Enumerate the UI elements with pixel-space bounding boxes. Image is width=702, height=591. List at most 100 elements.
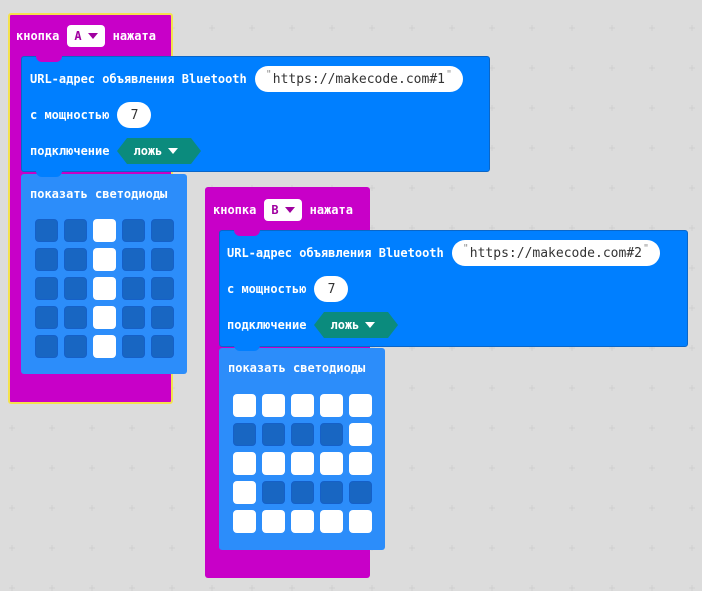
b-led-3-1[interactable] [262,481,285,504]
b-led-2-0[interactable] [233,452,256,475]
a-led-0-0[interactable] [35,219,58,242]
power-input[interactable]: 7 [314,276,349,302]
event-label-suffix: нажата [309,203,353,217]
b-led-4-4[interactable] [349,510,372,533]
b-led-4-2[interactable] [291,510,314,533]
a-led-1-3[interactable] [122,248,145,271]
button-b-dropdown[interactable]: B [264,199,302,221]
block-notch [234,230,260,236]
event-label-suffix: нажата [112,29,156,43]
show-leds-label: показать светодиоды [30,187,168,201]
connect-label: подключение [30,144,110,158]
a-led-0-1[interactable] [64,219,87,242]
url-line-a: URL-адрес объявления Bluetooth " https:/… [30,65,463,93]
event-label-prefix: кнопка [213,203,257,217]
chevron-down-icon [365,322,376,328]
a-led-3-0[interactable] [35,306,58,329]
url-input[interactable]: " https://makecode.com#1 " [254,66,463,92]
url-label: URL-адрес объявления Bluetooth [30,72,247,86]
b-led-3-4[interactable] [349,481,372,504]
chevron-down-icon [87,33,98,39]
led-grid-a [35,219,174,358]
power-line-a: с мощностью 7 [30,101,152,129]
chevron-down-icon [168,148,179,154]
a-led-1-1[interactable] [64,248,87,271]
a-led-3-2[interactable] [93,306,116,329]
b-led-1-1[interactable] [262,423,285,446]
b-led-0-0[interactable] [233,394,256,417]
a-led-3-3[interactable] [122,306,145,329]
b-led-4-0[interactable] [233,510,256,533]
led-grid-b [233,394,372,533]
connect-line-b: подключение ложь [227,311,399,339]
b-led-0-3[interactable] [320,394,343,417]
a-led-2-4[interactable] [151,277,174,300]
b-led-1-4[interactable] [349,423,372,446]
url-line-b: URL-адрес объявления Bluetooth " https:/… [227,239,660,267]
block-notch [36,171,62,177]
connectable-value-wrap: ложь [314,312,391,338]
b-led-3-0[interactable] [233,481,256,504]
b-led-1-0[interactable] [233,423,256,446]
connectable-dropdown[interactable]: ложь [314,312,399,338]
connect-line-a: подключение ложь [30,137,202,165]
connectable-value-wrap: ложь [117,138,194,164]
connectable-dropdown[interactable]: ложь [117,138,202,164]
power-line-b: с мощностью 7 [227,275,349,303]
b-led-0-4[interactable] [349,394,372,417]
b-led-4-1[interactable] [262,510,285,533]
a-led-1-4[interactable] [151,248,174,271]
block-notch [234,345,260,351]
url-value: https://makecode.com#2 [469,245,642,261]
quote-open-icon: " [462,242,469,254]
a-led-0-3[interactable] [122,219,145,242]
a-led-4-2[interactable] [93,335,116,358]
show-leds-label: показать светодиоды [228,361,366,375]
boolean-shape [117,138,202,164]
a-led-2-0[interactable] [35,277,58,300]
a-led-0-4[interactable] [151,219,174,242]
url-input[interactable]: " https://makecode.com#2 " [451,240,660,266]
url-label: URL-адрес объявления Bluetooth [227,246,444,260]
button-a-value: A [74,29,82,43]
on-button-a-header: кнопка A нажата [12,22,160,50]
a-led-1-2[interactable] [93,248,116,271]
a-led-1-0[interactable] [35,248,58,271]
a-led-4-0[interactable] [35,335,58,358]
b-led-3-2[interactable] [291,481,314,504]
b-led-1-3[interactable] [320,423,343,446]
b-led-1-2[interactable] [291,423,314,446]
a-led-3-4[interactable] [151,306,174,329]
power-input[interactable]: 7 [117,102,152,128]
power-label: с мощностью [227,282,307,296]
a-led-2-2[interactable] [93,277,116,300]
b-led-3-3[interactable] [320,481,343,504]
a-led-2-3[interactable] [122,277,145,300]
a-led-4-1[interactable] [64,335,87,358]
power-label: с мощностью [30,108,110,122]
a-led-2-1[interactable] [64,277,87,300]
block-notch [234,550,260,556]
a-led-0-2[interactable] [93,219,116,242]
b-led-2-1[interactable] [262,452,285,475]
button-a-dropdown[interactable]: A [67,25,105,47]
a-led-3-1[interactable] [64,306,87,329]
a-led-4-3[interactable] [122,335,145,358]
b-led-2-3[interactable] [320,452,343,475]
quote-open-icon: " [265,68,272,80]
quote-close-icon: " [445,68,452,80]
b-led-0-1[interactable] [262,394,285,417]
a-led-4-4[interactable] [151,335,174,358]
button-b-value: B [271,203,279,217]
b-led-2-2[interactable] [291,452,314,475]
b-led-4-3[interactable] [320,510,343,533]
connectable-value: ложь [133,144,163,158]
boolean-shape [314,312,399,338]
b-led-0-2[interactable] [291,394,314,417]
block-notch [36,374,62,380]
event-label-prefix: кнопка [16,29,60,43]
chevron-down-icon [284,207,295,213]
b-led-2-4[interactable] [349,452,372,475]
on-button-b-header: кнопка B нажата [209,196,357,224]
